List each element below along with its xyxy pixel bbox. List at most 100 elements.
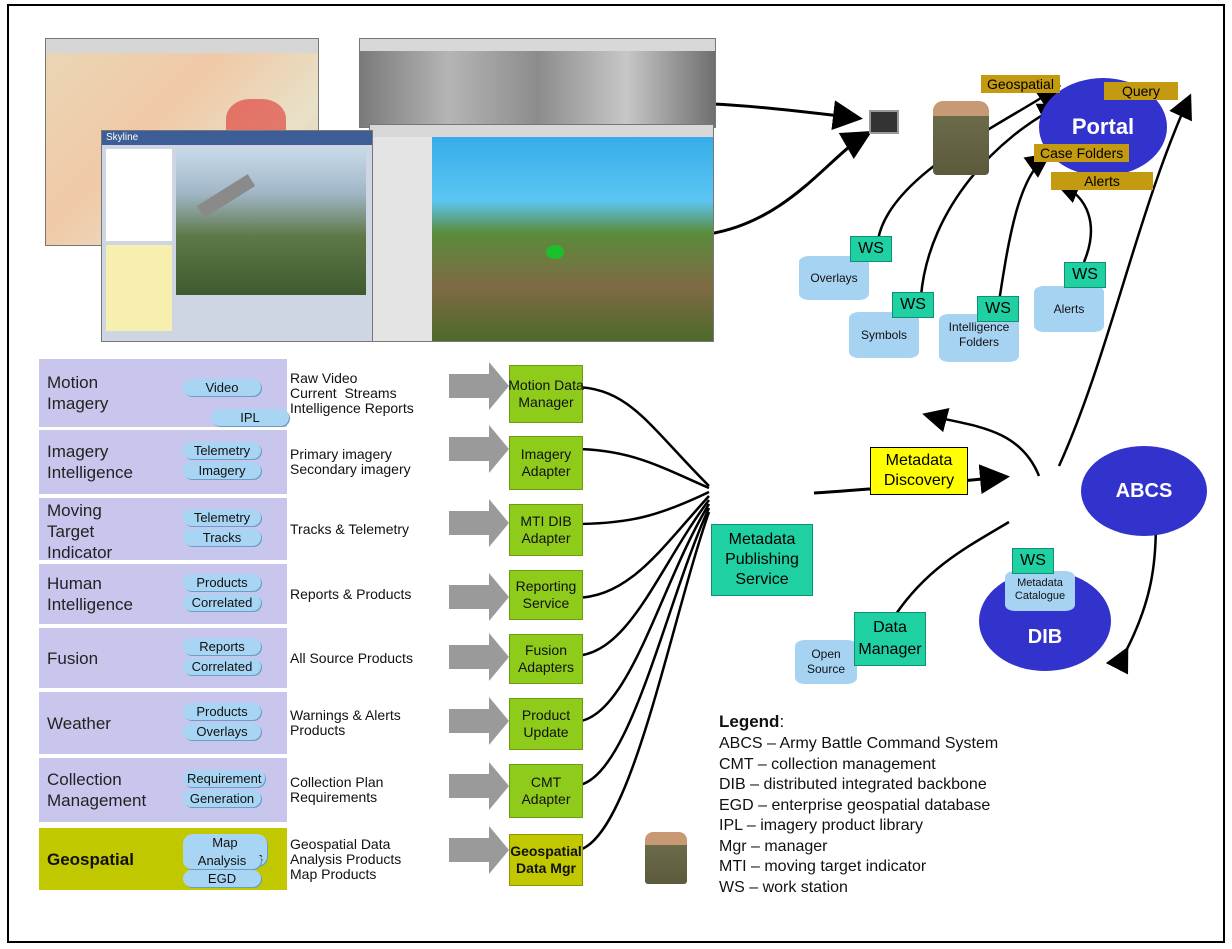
source-label: Imagery Intelligence xyxy=(47,442,134,482)
source-description: Reports & Products xyxy=(290,585,412,602)
source-label: Moving Target Indicator xyxy=(47,501,113,562)
layer-tree xyxy=(106,149,172,241)
adapter-box: Fusion Adapters xyxy=(509,634,583,684)
store-symbols: Symbols xyxy=(849,312,919,358)
adapter-box: CMT Adapter xyxy=(509,764,583,818)
source-label: Geospatial xyxy=(47,849,134,869)
legend-item: MTI – moving target indicator xyxy=(719,858,927,875)
analyst-icon xyxy=(645,832,687,884)
adapter-box: Product Update xyxy=(509,698,583,750)
ws-overlays: WS xyxy=(850,236,892,262)
source-chip: EGD xyxy=(183,870,261,887)
arrow-3d-to-laptop xyxy=(708,130,873,236)
line-datamanager-to-dib xyxy=(894,520,1010,615)
ws-symbols: WS xyxy=(892,292,934,318)
store-alerts: Alerts xyxy=(1034,286,1104,332)
source-label: Collection Management xyxy=(47,770,147,810)
source-chip: Analysis xyxy=(183,852,261,869)
tag-query: Query xyxy=(1104,82,1178,100)
source-chip: IPL xyxy=(211,409,289,426)
source-label: Fusion xyxy=(47,648,99,668)
source-description: Collection Plan Requirements xyxy=(290,774,384,805)
skyline-title: Skyline xyxy=(102,131,372,145)
3d-toolbar xyxy=(370,125,713,137)
source-chip: Imagery xyxy=(183,462,261,479)
adapter-to-publishing-lines xyxy=(572,385,711,853)
source-chip: Telemetry xyxy=(183,509,261,526)
legend-item: WS – work station xyxy=(719,878,848,896)
source-description: Geospatial Data Analysis Products Map Pr… xyxy=(290,835,402,882)
source-chip: Correlated xyxy=(183,594,261,611)
store-intelligence-folders: Intelligence Folders xyxy=(939,314,1019,362)
adapter-box: MTI DIB Adapter xyxy=(509,504,583,556)
source-description: Primary imagery Secondary imagery xyxy=(290,446,411,477)
adapter-box: Imagery Adapter xyxy=(509,436,583,490)
source-chip: Generation xyxy=(183,790,261,807)
legend-item: CMT – collection management xyxy=(719,755,936,773)
legend-item: EGD – enterprise geospatial database xyxy=(719,796,991,814)
source-description: All Source Products xyxy=(290,649,413,666)
mini-map xyxy=(106,245,172,331)
source-label: Human Intelligence xyxy=(47,574,134,614)
tag-geospatial: Geospatial xyxy=(981,75,1060,93)
map-toolbar xyxy=(46,39,318,53)
source-description: Raw Video Current Streams Intelligence R… xyxy=(290,369,414,416)
source-chip: Correlated xyxy=(183,658,261,675)
data-manager: Data Manager xyxy=(854,612,926,666)
legend-title: Legend: xyxy=(719,712,785,731)
adapter-box: Geospatial Data Mgr xyxy=(509,834,583,886)
laptop-icon xyxy=(869,110,899,134)
source-chip: Products xyxy=(183,703,261,720)
legend-item: DIB – distributed integrated backbone xyxy=(719,776,987,793)
source-description: Warnings & Alerts Products xyxy=(290,707,401,738)
source-label: Weather xyxy=(47,713,111,733)
soldier-icon xyxy=(933,101,989,175)
aerial-toolbar xyxy=(360,39,715,51)
ws-alerts: WS xyxy=(1064,262,1106,288)
ws-dib: WS xyxy=(1012,548,1054,574)
aerial-screenshot xyxy=(359,38,716,128)
metadata-catalogue: Metadata Catalogue xyxy=(1005,571,1075,611)
metadata-publishing-service: Metadata Publishing Service xyxy=(711,524,813,596)
source-chip: Video xyxy=(183,379,261,396)
open-source-store: Open Source xyxy=(795,640,857,684)
diagram-frame: Skyline Portal Geospatial Query Case Fol… xyxy=(7,4,1225,943)
metadata-discovery: Metadata Discovery xyxy=(870,447,968,495)
ws-intelligence: WS xyxy=(977,296,1019,322)
aircraft xyxy=(196,174,256,218)
source-label: Motion Imagery xyxy=(47,373,109,413)
source-chip: Tracks xyxy=(183,529,261,546)
arrow-dib-to-query xyxy=(1057,93,1192,467)
legend-item: ABCS – Army Battle Command System xyxy=(719,735,999,752)
connector-layer xyxy=(449,85,1192,874)
source-chip: Overlays xyxy=(183,723,261,740)
source-chip: Telemetry xyxy=(183,442,261,459)
3d-terrain-view xyxy=(176,149,366,295)
source-chip: Requirement xyxy=(183,770,266,787)
tag-alerts: Alerts xyxy=(1051,172,1153,190)
gray-arrows xyxy=(449,362,509,874)
green-unit xyxy=(546,245,564,259)
3d-battlefield-screenshot xyxy=(369,124,714,342)
skyline-screenshot: Skyline xyxy=(101,130,373,342)
legend-item: IPL – imagery product library xyxy=(719,817,923,834)
arrow-dib-to-discovery xyxy=(922,407,1041,477)
adapter-box: Reporting Service xyxy=(509,570,583,620)
source-chip: Reports xyxy=(183,638,261,655)
source-description: Tracks & Telemetry xyxy=(290,520,410,537)
source-chip: Products xyxy=(183,574,261,591)
3d-side-panel xyxy=(370,137,432,341)
tag-case-folders: Case Folders xyxy=(1034,144,1130,162)
legend-item: Mgr – manager xyxy=(719,837,828,855)
adapter-box: Motion Data Manager xyxy=(508,365,584,423)
abcs-ellipse: ABCS xyxy=(1081,446,1207,536)
store-overlays: Overlays xyxy=(799,256,869,300)
